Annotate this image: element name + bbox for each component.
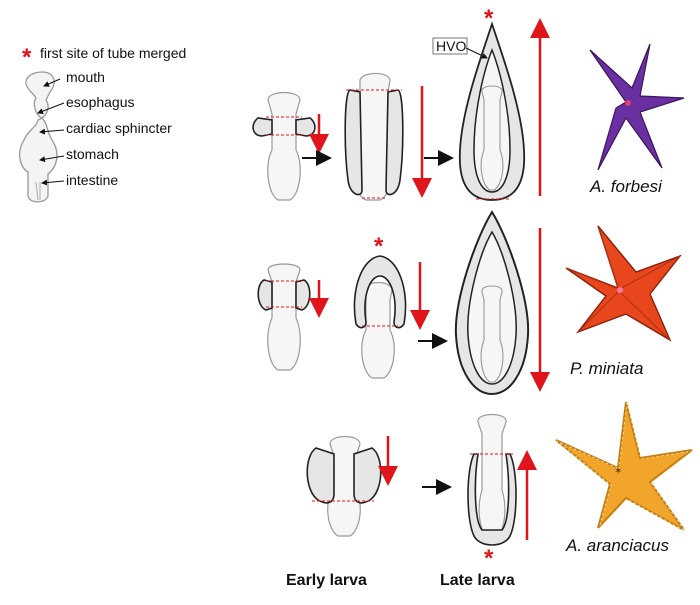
species-label-p-miniata: P. miniata: [570, 359, 643, 378]
row-p-miniata: * P. miniata: [257, 210, 683, 396]
larva-forbesi-late: [458, 21, 526, 201]
svg-text:✶: ✶: [614, 466, 622, 477]
larva-miniata-late: [454, 210, 530, 396]
anatomy-label-cardiac-sphincter: cardiac sphincter: [66, 120, 172, 136]
merge-site-star: *: [374, 233, 384, 260]
stage-label-early: Early larva: [286, 572, 367, 589]
larva-forbesi-mid: [344, 72, 404, 201]
legend-pointers: [37, 78, 65, 186]
stage-label-late: Late larva: [440, 572, 515, 589]
row-a-forbesi: * HVO A. forbesi: [252, 5, 685, 201]
larva-aranciacus-late: [467, 413, 517, 546]
larva-forbesi-early: [252, 91, 316, 201]
starfish-p-miniata: [565, 225, 683, 342]
starfish-a-aranciacus: ✶: [555, 401, 694, 532]
larva-miniata-mid: [353, 255, 407, 379]
species-label-a-forbesi: A. forbesi: [589, 177, 663, 196]
row-a-aranciacus: * ✶ A. aranciacus: [306, 401, 694, 572]
anatomy-label-mouth: mouth: [66, 69, 105, 85]
larva-miniata-early: [257, 263, 311, 371]
legend-text: first site of tube merged: [40, 45, 186, 61]
anatomy-label-intestine: intestine: [66, 172, 118, 188]
species-label-a-aranciacus: A. aranciacus: [565, 536, 669, 555]
hvo-pointer: HVO: [432, 37, 488, 59]
legend-star: *: [22, 44, 32, 71]
starfish-a-forbesi: [589, 43, 685, 171]
legend-larva-diagram: [18, 71, 58, 203]
anatomy-label-stomach: stomach: [66, 146, 119, 162]
larva-aranciacus-early: [306, 435, 382, 537]
anatomy-label-esophagus: esophagus: [66, 94, 135, 110]
legend: * first site of tube merged mouth esopha…: [18, 44, 186, 203]
hvo-label: HVO: [436, 38, 466, 54]
merge-site-star: *: [484, 5, 494, 32]
merge-site-star: *: [484, 545, 494, 572]
